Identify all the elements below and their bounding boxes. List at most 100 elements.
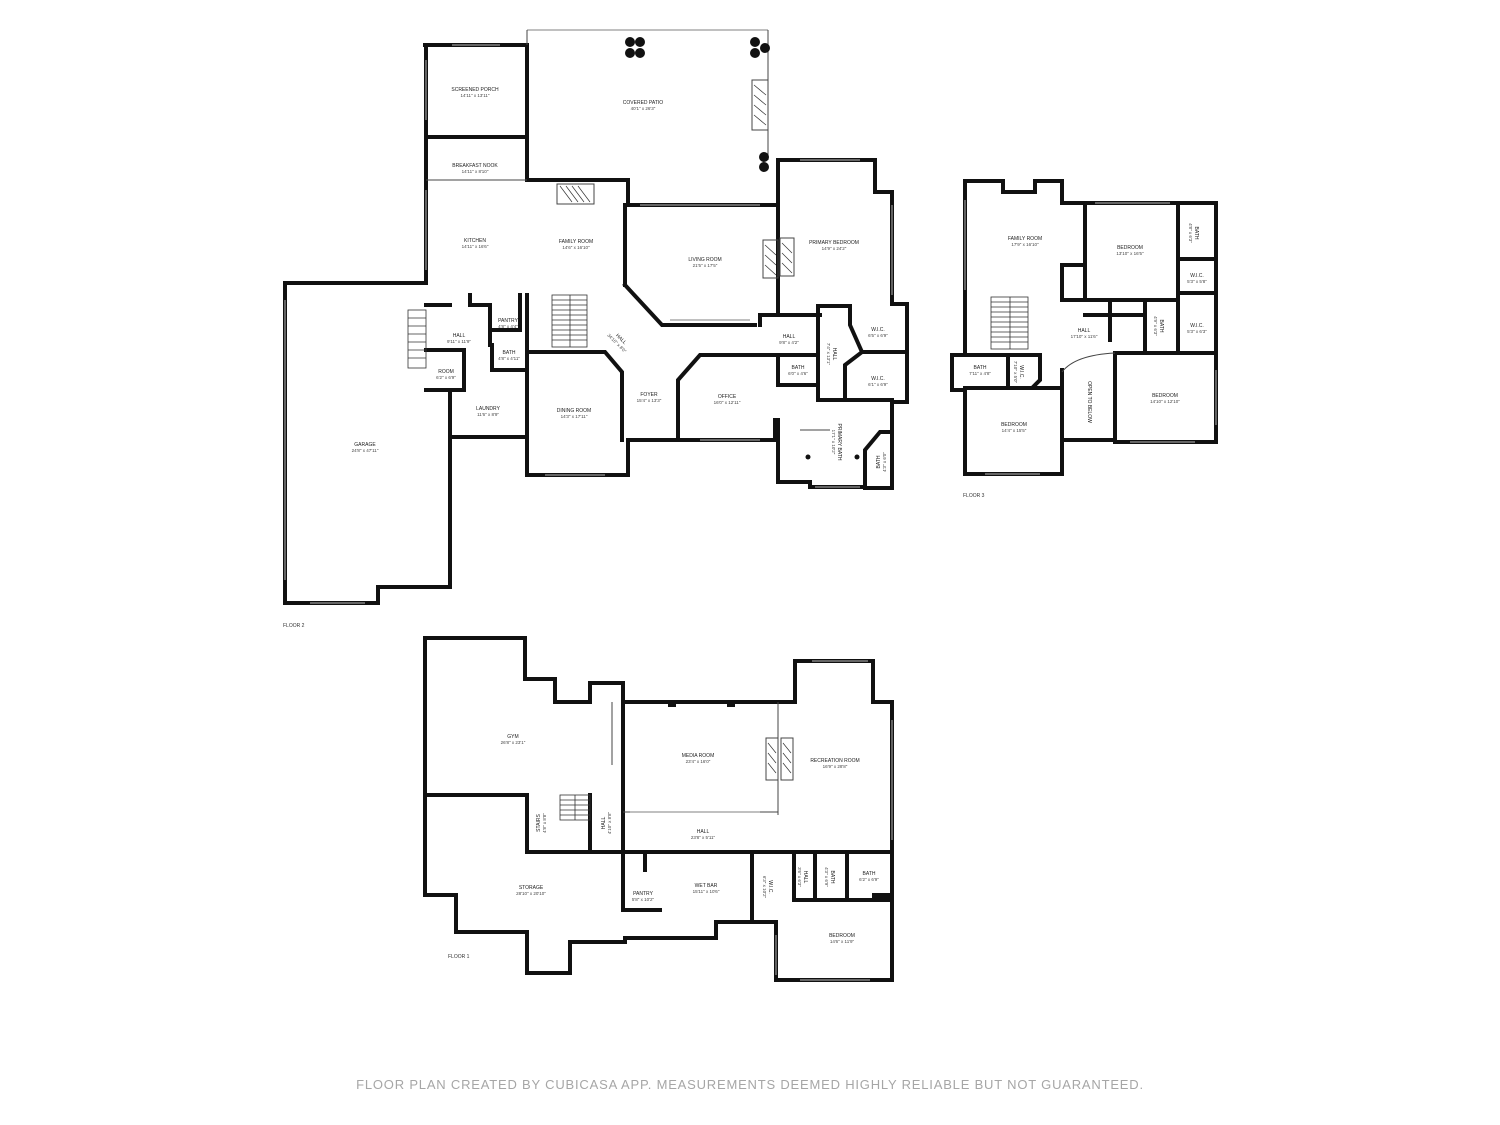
f2-office-label: OFFICE [718,394,737,400]
f1-wet-bar-label: WET BAR [695,883,718,889]
f3-bedroom-3-dims: 14'10" x 12'10" [1150,399,1180,404]
f2-bath-dims: 4'8" x 4'11" [498,356,520,361]
f2-hall-vertical-label: HALL [831,348,837,361]
f3-wic-3-dims: 7'10" x 5'0" [1013,361,1018,384]
f1-pantry-dims: 5'8" x 10'2" [632,897,655,902]
f2-dining-room-label: DINING ROOM [557,408,591,414]
f1-storage-dims: 28'10" x 20'10" [516,891,546,896]
f3-family-room-label: FAMILY ROOM [1008,236,1042,242]
f3-open-to-below-label: OPEN TO BELOW [1086,381,1092,423]
f3-bedroom-2-dims: 14'4" x 15'5" [1002,428,1027,433]
f2-pantry-dims: 4'8" x 4'4" [498,324,518,329]
f1-bath-2-label: BATH [863,871,876,877]
f3-bedroom-2-label: BEDROOM [1001,422,1027,428]
f1-hall-1-dims: 4'10" x 8'8" [607,812,612,835]
f2-wic-2-dims: 6'1" x 6'9" [868,382,888,387]
f2-hall-vertical-dims: 7'4" x 13'1" [826,343,831,366]
f1-bath-2-dims: 6'2" x 6'9" [859,877,879,882]
floor-1-label: FLOOR 1 [448,954,470,960]
f2-covered-patio-label: COVERED PATIO [623,100,663,106]
f2-primary-bedroom-dims: 14'9" x 24'2" [822,246,847,251]
f3-bedroom-1-dims: 13'10" x 16'5" [1116,251,1144,256]
f1-hall-1-label: HALL [601,817,607,830]
f1-wet-bar-dims: 15'11" x 10'6" [693,889,720,894]
f2-foyer-dims: 15'4" x 13'3" [637,398,662,403]
f2-laundry-label: LAUNDRY [476,406,500,412]
f2-bath-2-dims: 6'0" x 4'6" [788,371,808,376]
f2-hall-dims: 9'11" x 11'9" [447,339,471,344]
f2-garage-dims: 24'8" x 47'11" [352,448,379,453]
f2-wic-1-dims: 6'5" x 6'9" [868,333,888,338]
f3-wic-1-dims: 5'3" x 5'8" [1187,279,1207,284]
floor-2: SCREENED PORCH 14'11" x 13'11" COVERED P… [283,29,909,629]
f2-bath-2-label: BATH [792,365,805,371]
f1-hall-2-label: HALL [697,829,710,835]
f2-bath-label: BATH [503,350,516,356]
f2-living-room-dims: 21'5" x 17'5" [693,263,718,268]
f2-wic-2-label: W.I.C. [871,376,885,382]
f2-family-room-dims: 14'6" x 16'10" [562,245,590,250]
f3-family-room-dims: 17'9" x 16'10" [1011,242,1039,247]
f2-kitchen-dims: 14'11" x 16'6" [462,244,489,249]
f2-hall-small-dims: 9'8" x 4'2" [779,340,799,345]
f2-pantry-label: PANTRY [498,318,518,324]
f1-wic-dims: 6'3" x 10'2" [762,876,767,899]
f1-gym-dims: 26'8" x 23'1" [501,740,526,745]
f3-bath-2-dims: 4'9" x 6'3" [1153,316,1158,336]
f2-breakfast-nook-dims: 14'11" x 8'10" [462,169,489,174]
f2-breakfast-nook-label: BREAKFAST NOOK [452,163,498,169]
f2-bath-3-dims: 4'3" x 6'0" [882,452,887,472]
f1-stairs-dims: 4'8" x 8'8" [542,813,547,833]
f2-office-dims: 16'0" x 12'11" [714,400,741,405]
f1-recreation-room-label: RECREATION ROOM [810,758,859,764]
f3-bedroom-1-label: BEDROOM [1117,245,1143,251]
f2-hall-label: HALL [453,333,466,339]
f1-hall-3-dims: 3'6" x 6'3" [797,867,802,887]
floor-3-label: FLOOR 3 [963,493,985,499]
f1-bath-1-label: BATH [829,871,835,884]
f3-wic-2-dims: 5'3" x 6'3" [1187,329,1207,334]
f3-bath-1-label: BATH [1193,227,1199,240]
f2-room-label: ROOM [438,369,454,375]
f3-wic-3-label: W.I.C. [1018,365,1024,379]
f2-room-dims: 6'2" x 6'9" [436,375,456,380]
f2-dining-room-dims: 14'3" x 17'11" [561,414,588,419]
f3-hall-label: HALL [1078,328,1091,334]
f3-bedroom-3-label: BEDROOM [1152,393,1178,399]
f1-bath-1-dims: 4'3" x 6'9" [824,867,829,887]
f1-pantry-label: PANTRY [633,891,653,897]
f2-bath-3-label: BATH [876,455,882,468]
f2-primary-bath-dims: 17'1" x 10'2" [831,430,836,455]
f2-covered-patio-dims: 40'1" x 26'3" [631,106,656,111]
f2-primary-bath-label: PRIMARY BATH [836,424,842,461]
f2-laundry-dims: 11'6" x 8'9" [477,412,499,417]
f1-wic-label: W.I.C. [767,880,773,894]
f2-foyer-label: FOYER [640,392,658,398]
f3-bath-1-dims: 4'8" x 6'3" [1188,223,1193,243]
f1-storage-label: STORAGE [519,885,544,891]
f1-bedroom-label: BEDROOM [829,933,855,939]
f2-screened-porch-label: SCREENED PORCH [451,87,499,93]
f1-gym-label: GYM [507,734,518,740]
floor-3: FAMILY ROOM 17'9" x 16'10" BEDROOM 13'10… [950,179,1218,499]
f3-bath-3-label: BATH [974,365,987,371]
f1-media-room-label: MEDIA ROOM [682,753,715,759]
disclaimer-text: FLOOR PLAN CREATED BY CUBICASA APP. MEAS… [356,1077,1144,1092]
f1-bedroom-dims: 14'6" x 11'9" [830,939,855,944]
f3-wic-2-label: W.I.C. [1190,323,1204,329]
f3-wic-1-label: W.I.C. [1190,273,1204,279]
f3-hall-dims: 17'10" x 11'6" [1071,334,1098,339]
f2-garage-label: GARAGE [354,442,376,448]
f2-primary-bedroom-label: PRIMARY BEDROOM [809,240,859,246]
f1-hall-2-dims: 23'8" x 5'11" [691,835,716,840]
f2-kitchen-label: KITCHEN [464,238,486,244]
f2-hall-small-label: HALL [783,334,796,340]
f1-recreation-room-dims: 16'9" x 28'8" [823,764,848,769]
f2-living-room-label: LIVING ROOM [688,257,721,263]
floor-2-label: FLOOR 2 [283,623,305,629]
f2-family-room-label: FAMILY ROOM [559,239,593,245]
f1-media-room-dims: 23'4" x 16'0" [686,759,711,764]
f3-bath-3-dims: 7'11" x 4'8" [969,371,991,376]
f3-bath-2-label: BATH [1158,320,1164,333]
